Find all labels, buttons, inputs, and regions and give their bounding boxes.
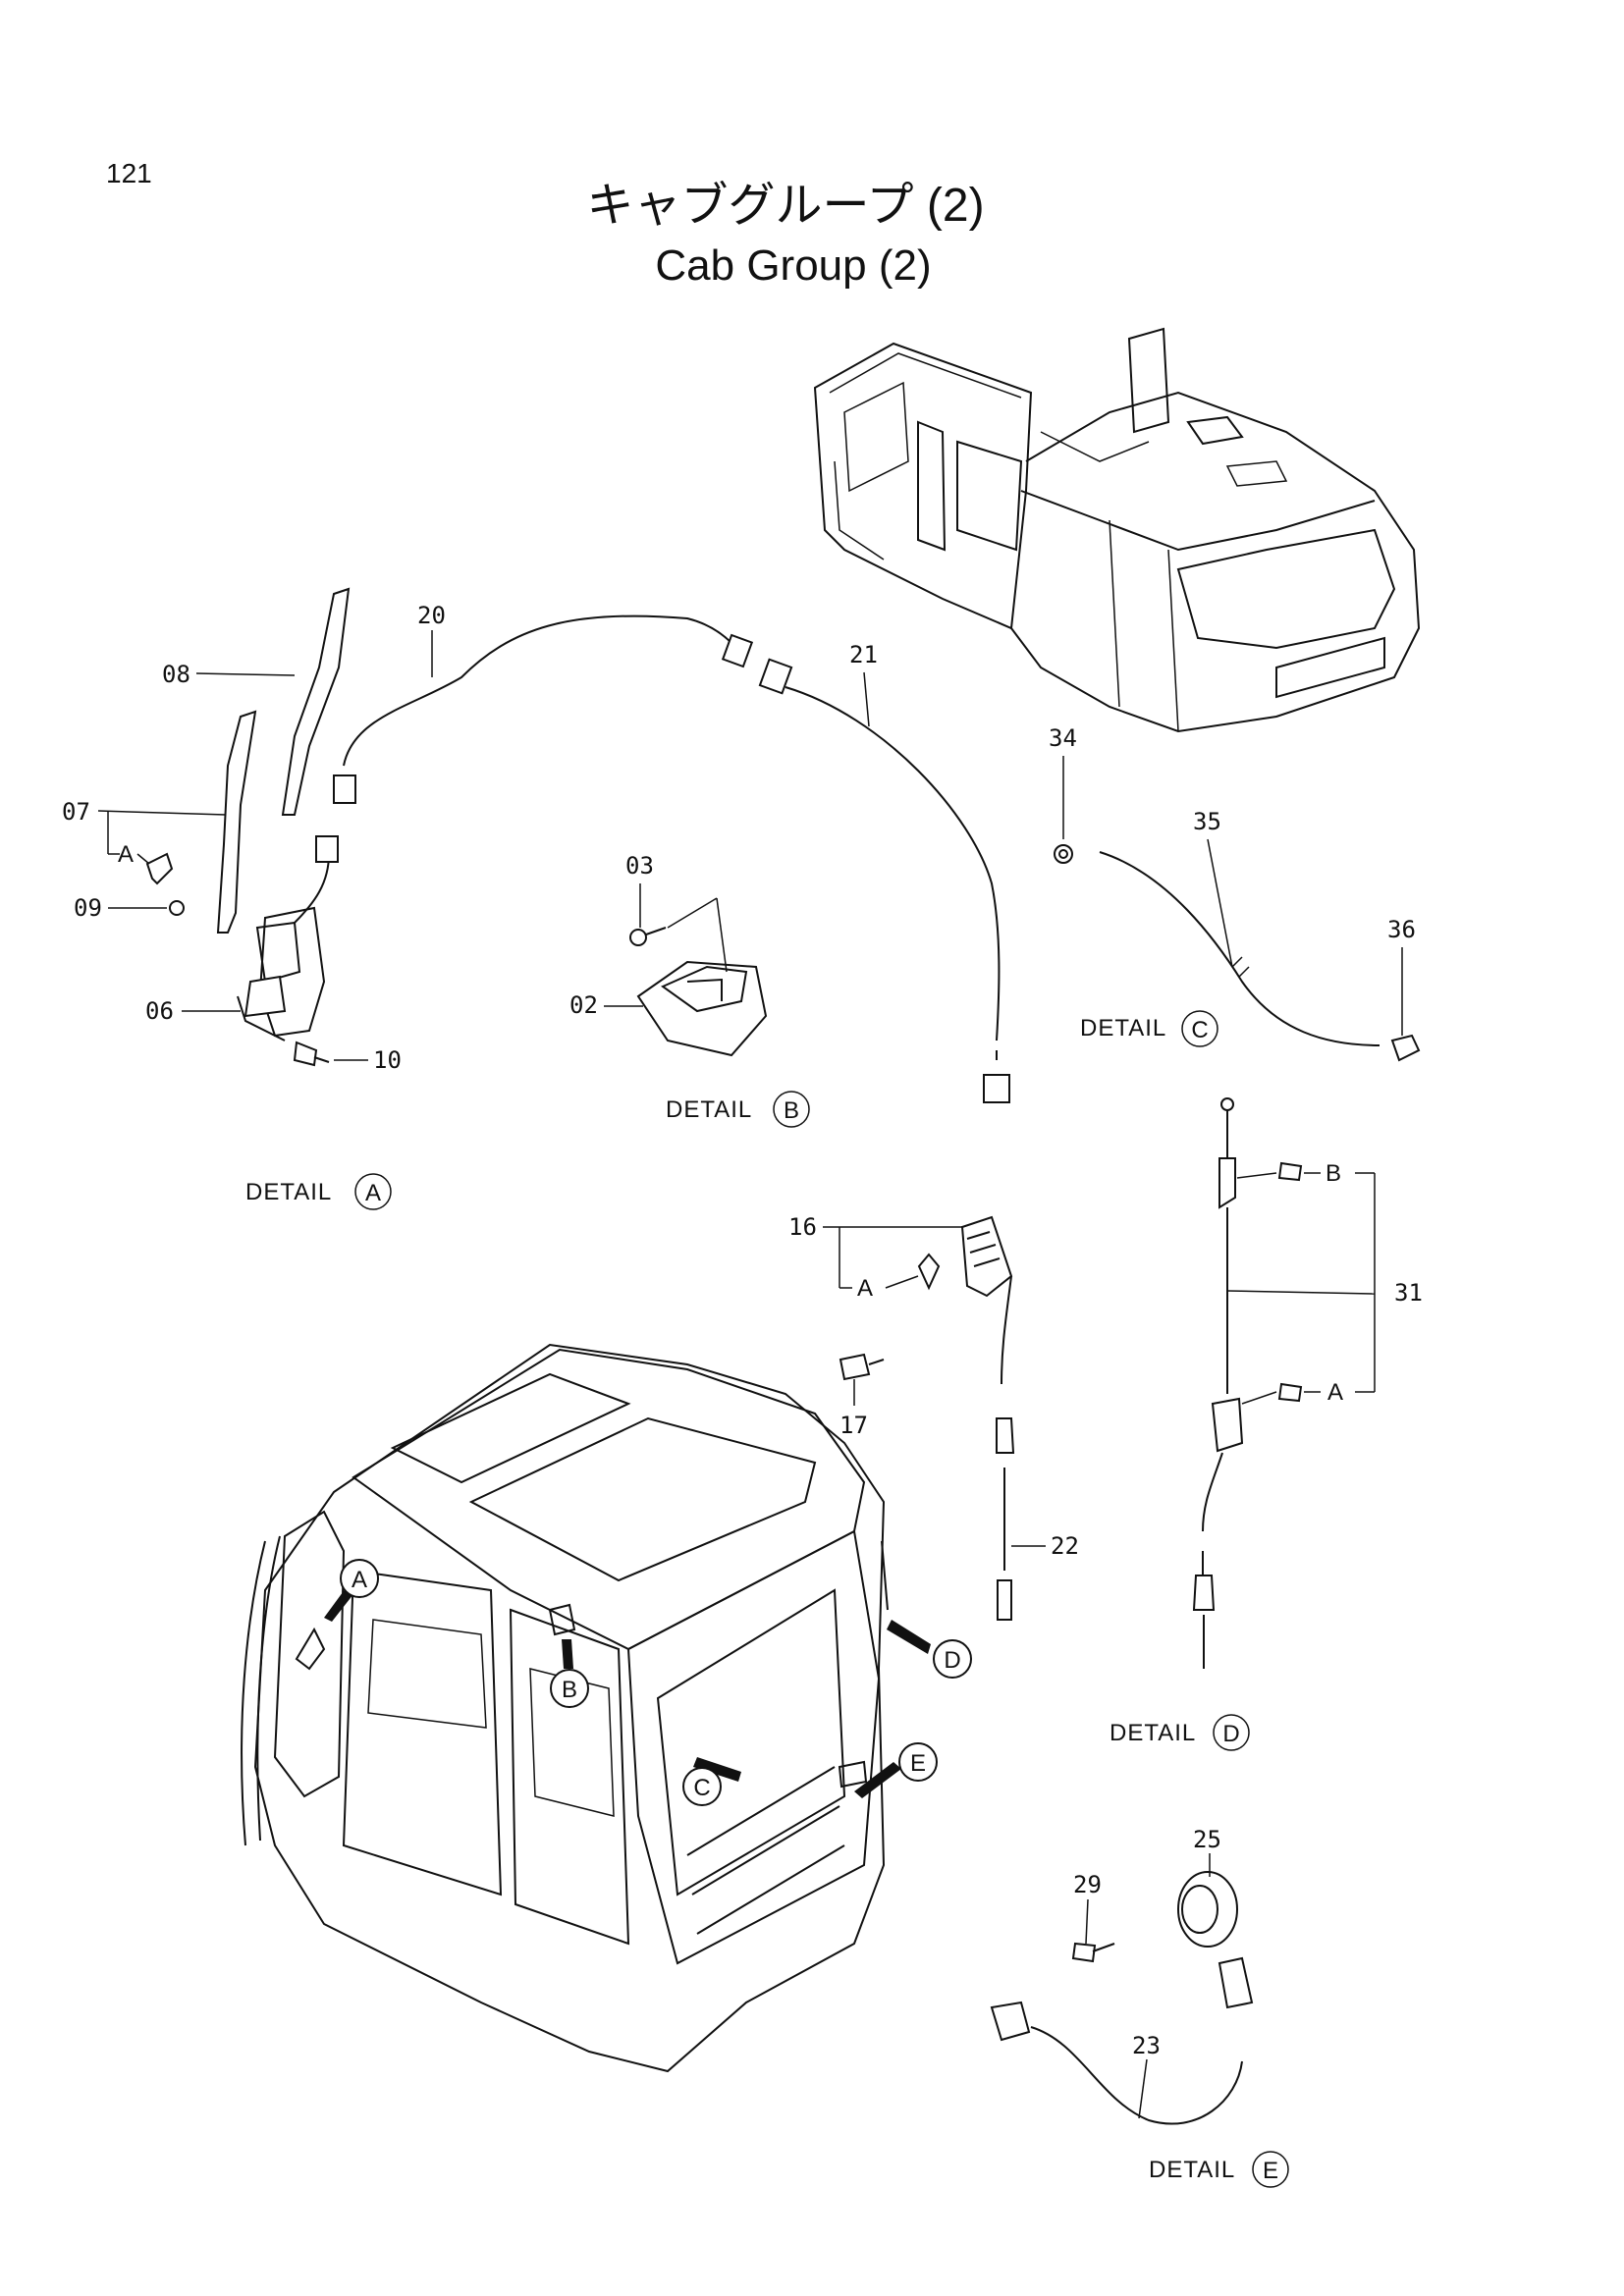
label-34: 34	[1049, 724, 1077, 752]
label-03: 03	[625, 852, 654, 880]
part-03-screw	[629, 929, 647, 946]
cab-callout-a: A	[340, 1559, 379, 1598]
label-02: 02	[569, 991, 598, 1019]
part-16-a-bulb	[917, 1253, 941, 1291]
detail-c-parts	[1054, 844, 1421, 1062]
svg-text:D: D	[1222, 1721, 1239, 1747]
part-20-end-connector	[333, 774, 356, 804]
svg-text:DETAIL: DETAIL	[1080, 1015, 1166, 1041]
svg-text:DETAIL: DETAIL	[1149, 2157, 1235, 2183]
detail-b-parts	[629, 927, 768, 1057]
detail-a-parts	[145, 587, 351, 1067]
label-36: 36	[1387, 916, 1416, 943]
svg-text:E: E	[1263, 2158, 1278, 2184]
svg-text:B: B	[562, 1677, 577, 1703]
part-25-speaker	[1177, 1871, 1238, 1948]
title-english: Cab Group (2)	[655, 241, 931, 290]
part-31-b-screw	[1277, 1161, 1303, 1182]
label-16: 16	[788, 1213, 817, 1241]
part-31-a-screw	[1277, 1382, 1303, 1403]
svg-text:B: B	[784, 1097, 799, 1124]
label-16-a: A	[857, 1275, 874, 1302]
part-06-switch-body	[258, 906, 326, 1038]
label-31-a: A	[1327, 1379, 1344, 1406]
part-07-strip	[216, 710, 257, 934]
part-31-antenna-tip	[1220, 1097, 1234, 1111]
label-07: 07	[62, 798, 90, 826]
leader-lines	[97, 630, 1403, 2119]
label-17: 17	[839, 1412, 868, 1439]
label-29: 29	[1073, 1871, 1102, 1898]
label-09: 09	[74, 894, 102, 922]
page-number: 121	[106, 158, 152, 188]
label-20: 20	[417, 602, 446, 629]
svg-text:C: C	[1191, 1017, 1208, 1043]
machine-overview-illustration	[813, 327, 1421, 733]
svg-text:DETAIL: DETAIL	[1110, 1720, 1196, 1746]
detail-d-caption: DETAIL D	[1110, 1714, 1250, 1751]
svg-text:C: C	[693, 1775, 710, 1801]
label-07-a: A	[118, 841, 135, 868]
part-07-a-clip	[145, 852, 174, 885]
part-17-screw	[839, 1353, 871, 1381]
cab-callouts: A B C D E	[340, 1559, 972, 1806]
label-23: 23	[1132, 2032, 1161, 2059]
harness-20-21	[333, 614, 1010, 1103]
part-34-grommet	[1054, 844, 1073, 864]
part-09-nut	[169, 900, 185, 916]
label-31-b: B	[1326, 1160, 1342, 1187]
label-35: 35	[1193, 808, 1221, 835]
svg-text:E: E	[910, 1750, 926, 1777]
part-36-cap	[1390, 1034, 1421, 1062]
cab-callout-b: B	[550, 1669, 589, 1708]
label-10: 10	[373, 1046, 402, 1074]
svg-text:DETAIL: DETAIL	[666, 1096, 752, 1123]
detail-c-caption: DETAIL C	[1080, 1010, 1218, 1047]
label-21: 21	[849, 641, 878, 668]
label-08: 08	[162, 661, 190, 688]
part-29-screw	[1071, 1942, 1097, 1963]
label-06: 06	[145, 997, 174, 1025]
label-22: 22	[1051, 1532, 1079, 1560]
part-20-connector	[721, 633, 754, 668]
detail-captions: DETAIL A DETAIL B DETAIL C DETAIL D DETA…	[245, 1010, 1289, 2188]
main-cab-illustration	[241, 1343, 889, 2073]
detail-e-parts	[990, 1871, 1254, 2125]
cab-callout-d: D	[933, 1639, 972, 1679]
svg-text:D: D	[944, 1647, 960, 1674]
part-35-cable	[1099, 851, 1380, 1046]
part-22-cable	[1001, 1275, 1012, 1385]
part-16-lamp	[960, 1215, 1013, 1298]
part-21-connector	[758, 658, 793, 695]
svg-text:A: A	[352, 1567, 367, 1593]
part-10-screw	[293, 1041, 318, 1067]
detail-d-parts	[839, 1097, 1303, 1669]
part-21-end-connector	[983, 1074, 1010, 1103]
part-number-labels: 08 20 21 07 A 09 06 10 03 02 34 35 36 B …	[62, 602, 1423, 2059]
detail-e-caption: DETAIL E	[1149, 2151, 1289, 2188]
cab-callout-e: E	[898, 1742, 938, 1782]
svg-text:DETAIL: DETAIL	[245, 1179, 332, 1205]
detail-a-caption: DETAIL A	[245, 1173, 392, 1210]
part-08-trim	[281, 587, 351, 816]
label-25: 25	[1193, 1826, 1221, 1853]
label-31: 31	[1394, 1279, 1423, 1307]
cab-callout-c: C	[682, 1767, 722, 1806]
svg-text:A: A	[365, 1180, 381, 1206]
detail-b-caption: DETAIL B	[666, 1091, 810, 1128]
part-06-connector	[315, 835, 339, 863]
title-japanese: キャブグループ (2)	[586, 180, 984, 232]
part-23-harness	[1030, 2026, 1243, 2125]
part-02-housing	[636, 960, 768, 1057]
